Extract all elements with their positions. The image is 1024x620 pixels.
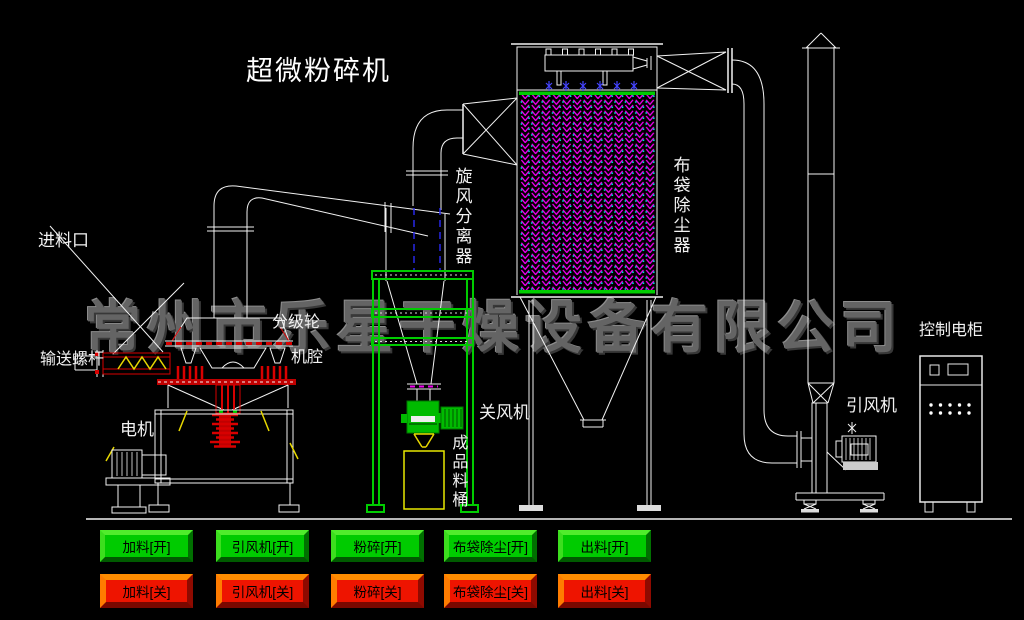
fan-on-button[interactable]: 引风机[开] xyxy=(216,530,309,562)
label-bag-dust-collector: 布袋除尘器 xyxy=(670,156,690,256)
label-classifier-wheel: 分级轮 xyxy=(272,314,321,331)
mill-pulverizer xyxy=(105,317,300,514)
product-barrel-outline xyxy=(403,450,445,510)
label-motor: 电机 xyxy=(120,420,154,439)
feed-on-button[interactable]: 加料[开] xyxy=(100,530,193,562)
label-screw-conveyor: 输送螺杆 xyxy=(40,351,105,368)
label-feed-inlet: 进料口 xyxy=(38,231,89,250)
mill-outlet-duct xyxy=(207,185,451,318)
label-rotary-airlock: 关风机 xyxy=(479,403,530,422)
feed-off-button[interactable]: 加料[关] xyxy=(100,574,193,608)
feed-hopper-and-screw xyxy=(49,225,185,377)
discharge-off-button[interactable]: 出料[关] xyxy=(558,574,651,608)
company-watermark: 常州市乐星干燥设备有限公司 xyxy=(84,296,903,360)
crush-on-button[interactable]: 粉碎[开] xyxy=(331,530,424,562)
cyclone-separator xyxy=(385,97,518,390)
fan-off-button[interactable]: 引风机[关] xyxy=(216,574,309,608)
fan-foot-right xyxy=(860,499,878,513)
cabinet-indicator-lights xyxy=(929,403,971,415)
exhaust-stack xyxy=(802,32,840,404)
label-cyclone-separator: 旋风分离器 xyxy=(452,167,472,267)
pulse-valve-icons xyxy=(545,81,638,91)
bag-dust-collector xyxy=(511,43,733,511)
control-cabinet xyxy=(919,355,983,513)
label-product-barrel: 成品料桶 xyxy=(449,434,467,510)
cyclone-stand xyxy=(366,270,479,513)
label-control-cabinet: 控制电柜 xyxy=(919,322,984,339)
crush-off-button[interactable]: 粉碎[关] xyxy=(331,574,424,608)
fan-foot-left xyxy=(801,499,819,513)
discharge-on-button[interactable]: 出料[开] xyxy=(558,530,651,562)
bag-dust-off-button[interactable]: 布袋除尘[关] xyxy=(444,574,537,608)
induced-draft-fan xyxy=(795,402,885,513)
label-induced-draft-fan: 引风机 xyxy=(846,396,897,415)
rotary-airlock-valve xyxy=(401,389,464,448)
bag-dust-on-button[interactable]: 布袋除尘[开] xyxy=(444,530,537,562)
fan-inlet-duct xyxy=(731,59,812,468)
label-chamber: 机腔 xyxy=(291,349,324,366)
page-title: 超微粉碎机 xyxy=(246,56,391,86)
